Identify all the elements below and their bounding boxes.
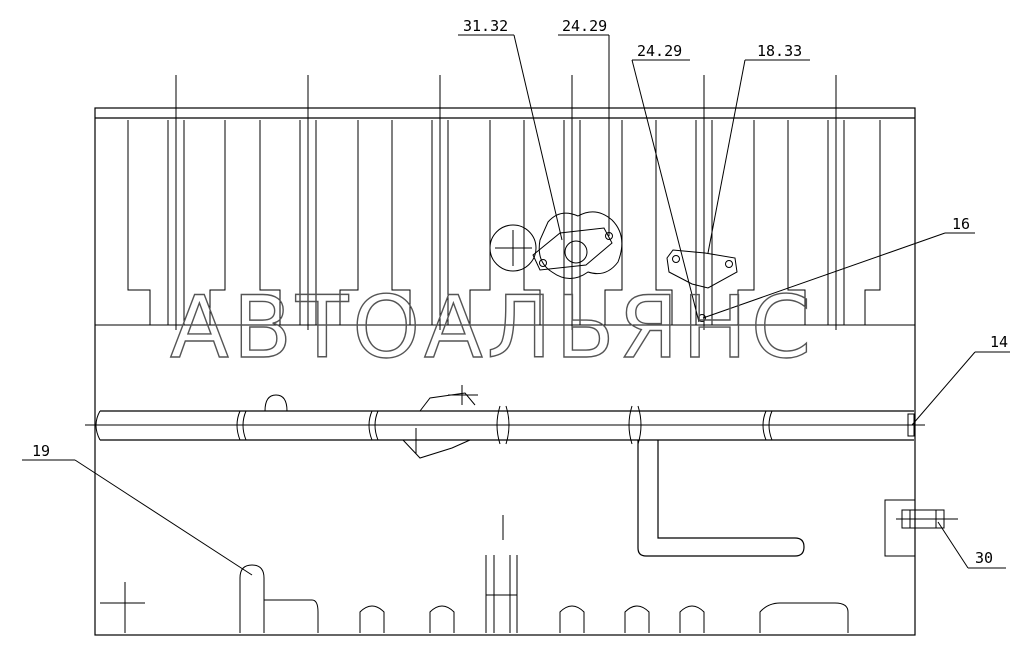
cover-plate [666,249,738,322]
bottom-features [100,515,849,633]
callout-16: 16 [952,215,970,233]
callout-14: 14 [990,333,1008,351]
oil-gallery [85,385,925,459]
callout-31-32: 31.32 [463,17,508,35]
callout-24-29-b: 24.29 [637,42,682,60]
callout-30: 30 [975,549,993,567]
l-passage [637,440,805,557]
block-outline [94,107,916,636]
leader-lines [22,34,1010,576]
cylinder-ribs [127,120,881,325]
side-boss [884,499,958,557]
callout-24-29-a: 24.29 [562,17,607,35]
cylinder-centerlines [175,75,837,330]
callout-18-33: 18.33 [757,42,802,60]
callout-19: 19 [32,442,50,460]
flange-cluster [489,211,623,279]
watermark-text: АВТОАЛЬЯНС [170,278,815,378]
